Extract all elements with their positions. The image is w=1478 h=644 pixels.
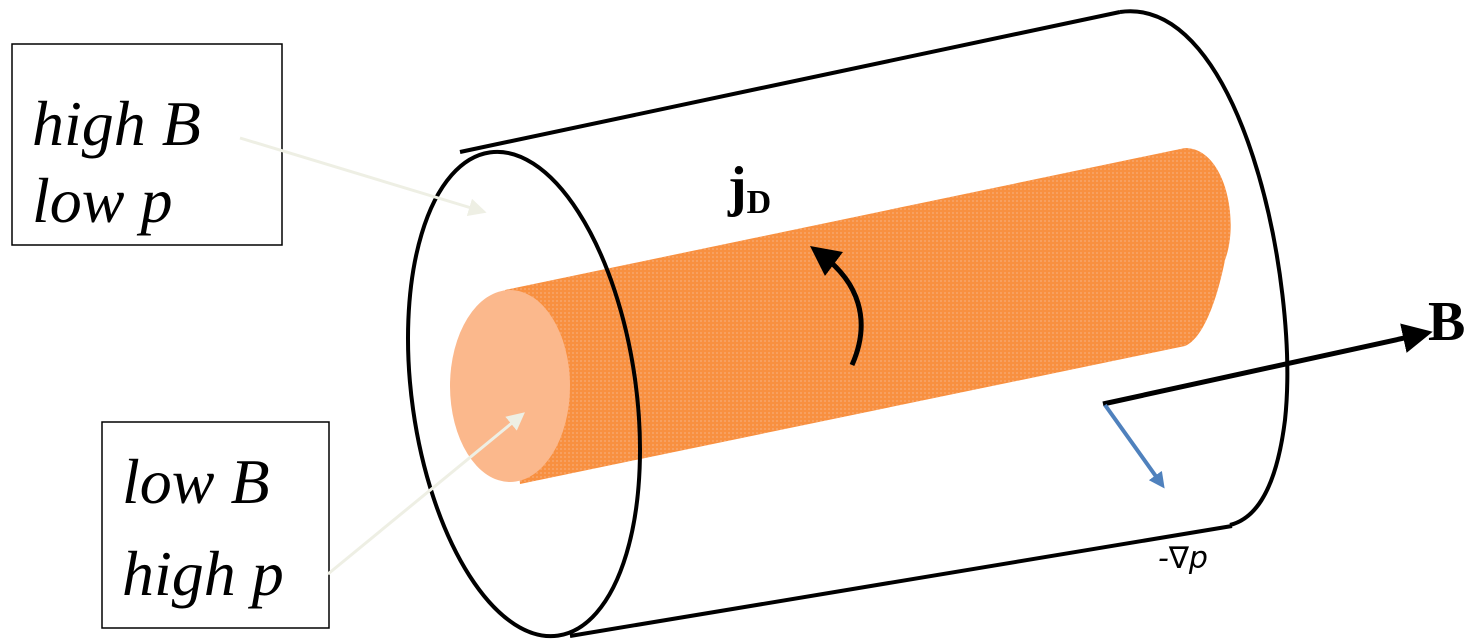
outer-cylinder-far-end [1119,9,1290,527]
inner-region-label-box [101,421,330,629]
current-label: jD [727,156,771,221]
outer-cylinder-near-end [406,149,642,639]
pressure-gradient-arrow [1103,403,1165,489]
inner-region-label-line1: low B [122,446,270,517]
current-direction-arrow [810,245,864,367]
pressure-gradient-label: -∇p [1158,541,1208,576]
outer-region-label-box [11,43,283,246]
magnetic-field-arrow [1102,323,1433,407]
outer-cylinder-bottom-edge [569,524,1233,638]
magnetic-field-label: B [1428,291,1465,353]
inner-core-body [505,148,1231,484]
outer-region-label-line1: high B [32,88,201,159]
outer-cylinder-top-edge [459,10,1121,154]
inner-region-label-line2: high p [122,538,284,609]
outer-region-label-line2: low p [32,165,172,236]
inner-region-pointer-arrow [327,412,525,576]
outer-region-pointer-arrow [239,136,487,217]
inner-core-end-face [450,290,570,482]
